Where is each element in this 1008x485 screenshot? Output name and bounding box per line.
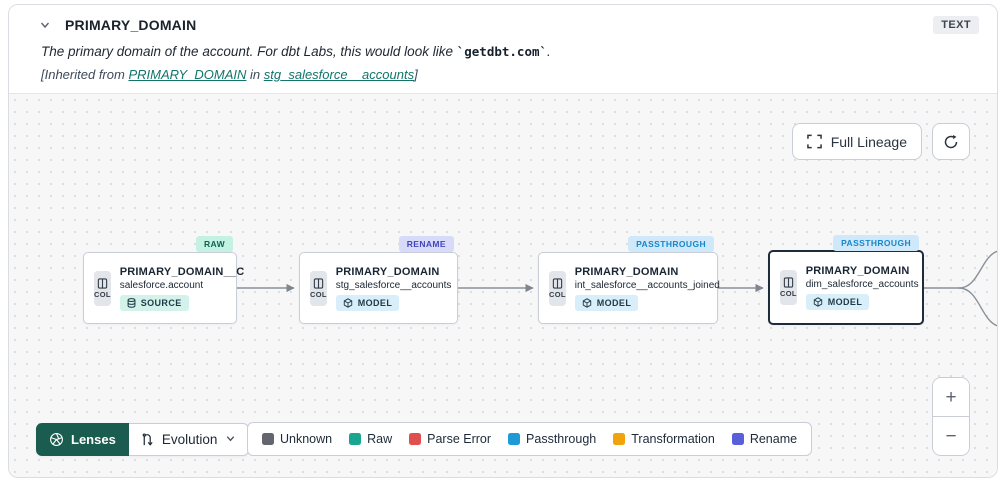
column-icon [97, 277, 108, 289]
evolution-badge: PASSTHROUGH [833, 235, 919, 251]
lenses-control: Lenses Evolution [36, 423, 250, 456]
column-header: PRIMARY_DOMAIN TEXT The primary domain o… [9, 5, 997, 100]
legend-swatch-unknown [262, 433, 274, 445]
legend-swatch-rename [731, 433, 744, 445]
legend-item: Parse Error [409, 432, 491, 446]
column-chip: COL [94, 270, 111, 306]
column-datatype-badge: TEXT [933, 16, 979, 34]
node-column-name: PRIMARY_DOMAIN [574, 265, 679, 278]
legend-item: Transformation [613, 432, 715, 446]
inherited-column-link[interactable]: PRIMARY_DOMAIN [128, 67, 247, 82]
lineage-node-dim-salesforce-accounts[interactable]: PASSTHROUGH COL PRIMARY_DOMAIN dim_sales… [768, 235, 924, 325]
zoom-in-button[interactable]: + [933, 378, 969, 416]
resource-type-pill: MODEL [805, 294, 870, 310]
zoom-divider [933, 416, 969, 417]
expand-icon [806, 134, 822, 149]
full-lineage-button[interactable]: Full Lineage [791, 123, 922, 160]
legend-swatch-raw [349, 433, 362, 445]
inherited-model-link[interactable]: stg_salesforce__accounts [263, 67, 415, 82]
legend-item: Unknown [262, 432, 332, 446]
lineage-canvas[interactable]: Full Lineage RAW COL PRIMARY_DOMAIN__C s… [9, 93, 997, 477]
evolution-badge: RAW [195, 236, 233, 252]
lenses-button[interactable]: Lenses [36, 423, 129, 456]
refresh-button[interactable] [932, 123, 970, 160]
lens-aperture-icon [50, 433, 63, 446]
refresh-icon [944, 134, 958, 148]
collapse-chevron-icon[interactable] [35, 15, 55, 35]
resource-type-pill: MODEL [335, 294, 400, 311]
legend-item: Passthrough [508, 432, 596, 446]
full-lineage-label: Full Lineage [830, 133, 907, 150]
column-lineage-panel: PRIMARY_DOMAIN TEXT The primary domain o… [8, 4, 998, 478]
zoom-controls: + − [932, 377, 970, 456]
legend-swatch-passthrough [508, 433, 521, 445]
legend-item: Rename [731, 432, 797, 446]
model-cube-icon [582, 297, 591, 308]
column-description: The primary domain of the account. For d… [41, 44, 551, 59]
node-model-name: dim_salesforce_accounts [805, 279, 919, 290]
inherited-from-note: [Inherited from PRIMARY_DOMAIN in stg_sa… [41, 67, 418, 82]
legend-item: Raw [349, 432, 392, 446]
database-icon [127, 297, 136, 308]
lineage-node-int-salesforce-accounts-joined[interactable]: PASSTHROUGH COL PRIMARY_DOMAIN int_sales… [538, 236, 720, 324]
column-chip: COL [310, 270, 327, 306]
node-column-name: PRIMARY_DOMAIN__C [119, 265, 245, 278]
column-icon [313, 277, 324, 289]
lenses-label: Lenses [71, 432, 116, 447]
lens-selected-value: Evolution [161, 432, 218, 447]
node-column-name: PRIMARY_DOMAIN [335, 265, 440, 278]
lineage-node-salesforce-account[interactable]: RAW COL PRIMARY_DOMAIN__C salesforce.acc… [83, 236, 244, 324]
column-chip: COL [780, 270, 797, 305]
node-model-name: stg_salesforce__accounts [335, 279, 452, 291]
column-icon [552, 277, 563, 289]
legend-swatch-parse-error [409, 433, 422, 445]
inline-code: `getdbt.com` [456, 44, 548, 59]
column-icon [783, 277, 794, 288]
model-cube-icon [343, 297, 352, 308]
resource-type-pill: SOURCE [119, 294, 189, 311]
evolution-legend: Unknown Raw Parse Error Passthrough Tran… [247, 422, 813, 456]
node-model-name: int_salesforce__accounts_joined [574, 279, 720, 291]
lineage-node-stg-salesforce-accounts[interactable]: RENAME COL PRIMARY_DOMAIN stg_salesforce… [299, 236, 458, 324]
chevron-down-icon [225, 433, 236, 447]
resource-type-pill: MODEL [574, 294, 639, 311]
column-title: PRIMARY_DOMAIN [65, 17, 197, 33]
column-chip: COL [549, 270, 566, 306]
zoom-out-button[interactable]: − [933, 417, 969, 455]
lens-dropdown[interactable]: Evolution [128, 423, 250, 456]
legend-swatch-transformation [613, 433, 626, 445]
evolution-badge: PASSTHROUGH [628, 236, 714, 252]
evolution-route-icon [142, 432, 153, 446]
model-cube-icon [813, 297, 822, 307]
evolution-badge: RENAME [398, 236, 454, 252]
node-model-name: salesforce.account [119, 279, 204, 291]
node-column-name: PRIMARY_DOMAIN [805, 265, 910, 277]
